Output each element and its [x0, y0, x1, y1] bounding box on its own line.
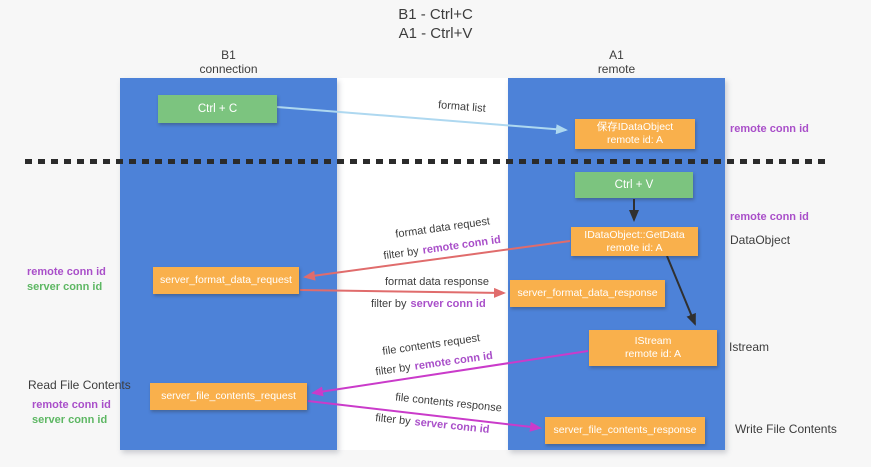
- ctrl-v-label: Ctrl + V: [614, 178, 654, 191]
- istream-line1: IStream: [634, 335, 672, 347]
- right-column-sub: remote: [597, 62, 636, 76]
- diagram-title: B1 - Ctrl+C A1 - Ctrl+V: [0, 5, 871, 43]
- right-column-header: A1 remote: [508, 48, 725, 76]
- filter-by-text: filter by: [371, 298, 407, 310]
- file-response-label: server_file_contents_response: [553, 424, 697, 436]
- ctrl-c-box: Ctrl + C: [158, 95, 277, 123]
- right-column-name: A1: [609, 48, 624, 62]
- save-idataobject-line2: remote id: A: [606, 134, 664, 146]
- save-idataobject-line1: 保存IDataObject: [596, 121, 674, 133]
- left-remote-conn-id-label: remote conn id: [27, 266, 106, 278]
- server-format-data-response-box: server_format_data_response: [510, 280, 665, 307]
- server-format-data-request-box: server_format_data_request: [153, 267, 299, 294]
- left-remote-conn-id-label-2: remote conn id: [32, 399, 111, 411]
- write-file-contents-label: Write File Contents: [735, 422, 837, 436]
- istream-box: IStream remote id: A: [589, 330, 717, 366]
- left-server-conn-id-label: server conn id: [27, 281, 103, 293]
- ctrl-c-label: Ctrl + C: [197, 102, 238, 115]
- left-column-header: B1 connection: [120, 48, 337, 76]
- dataobject-label: DataObject: [730, 233, 791, 247]
- ctrl-v-box: Ctrl + V: [575, 172, 693, 198]
- title-line-2: A1 - Ctrl+V: [398, 25, 473, 42]
- copy-paste-separator-dashed-line: [25, 159, 831, 164]
- save-idataobject-box: 保存IDataObject remote id: A: [575, 119, 695, 149]
- left-column-sub: connection: [199, 62, 258, 76]
- format-request-label: server_format_data_request: [160, 274, 292, 286]
- istream-line2: remote id: A: [624, 348, 682, 360]
- format-response-label: server_format_data_response: [517, 287, 658, 299]
- right-remote-conn-id-mid-label: remote conn id: [730, 211, 809, 223]
- format-data-response-label: format data response: [385, 276, 489, 288]
- left-column-name: B1: [221, 48, 236, 62]
- server-file-contents-response-box: server_file_contents_response: [545, 417, 705, 444]
- server-conn-id-text: server conn id: [410, 298, 486, 310]
- left-server-conn-id-label-2: server conn id: [32, 414, 108, 426]
- istream-side-label: Istream: [729, 340, 770, 354]
- read-file-contents-label: Read File Contents: [28, 378, 131, 392]
- right-remote-conn-id-top-label: remote conn id: [730, 123, 809, 135]
- server-file-contents-request-box: server_file_contents_request: [150, 383, 307, 410]
- title-line-1: B1 - Ctrl+C: [398, 6, 473, 23]
- getdata-line2: remote id: A: [606, 241, 663, 254]
- getdata-line1: IDataObject::GetData: [584, 228, 685, 241]
- idataobject-getdata-box: IDataObject::GetData remote id: A: [571, 227, 698, 256]
- file-request-label: server_file_contents_request: [161, 390, 296, 402]
- filter-by-server-1: filter by server conn id: [371, 298, 486, 310]
